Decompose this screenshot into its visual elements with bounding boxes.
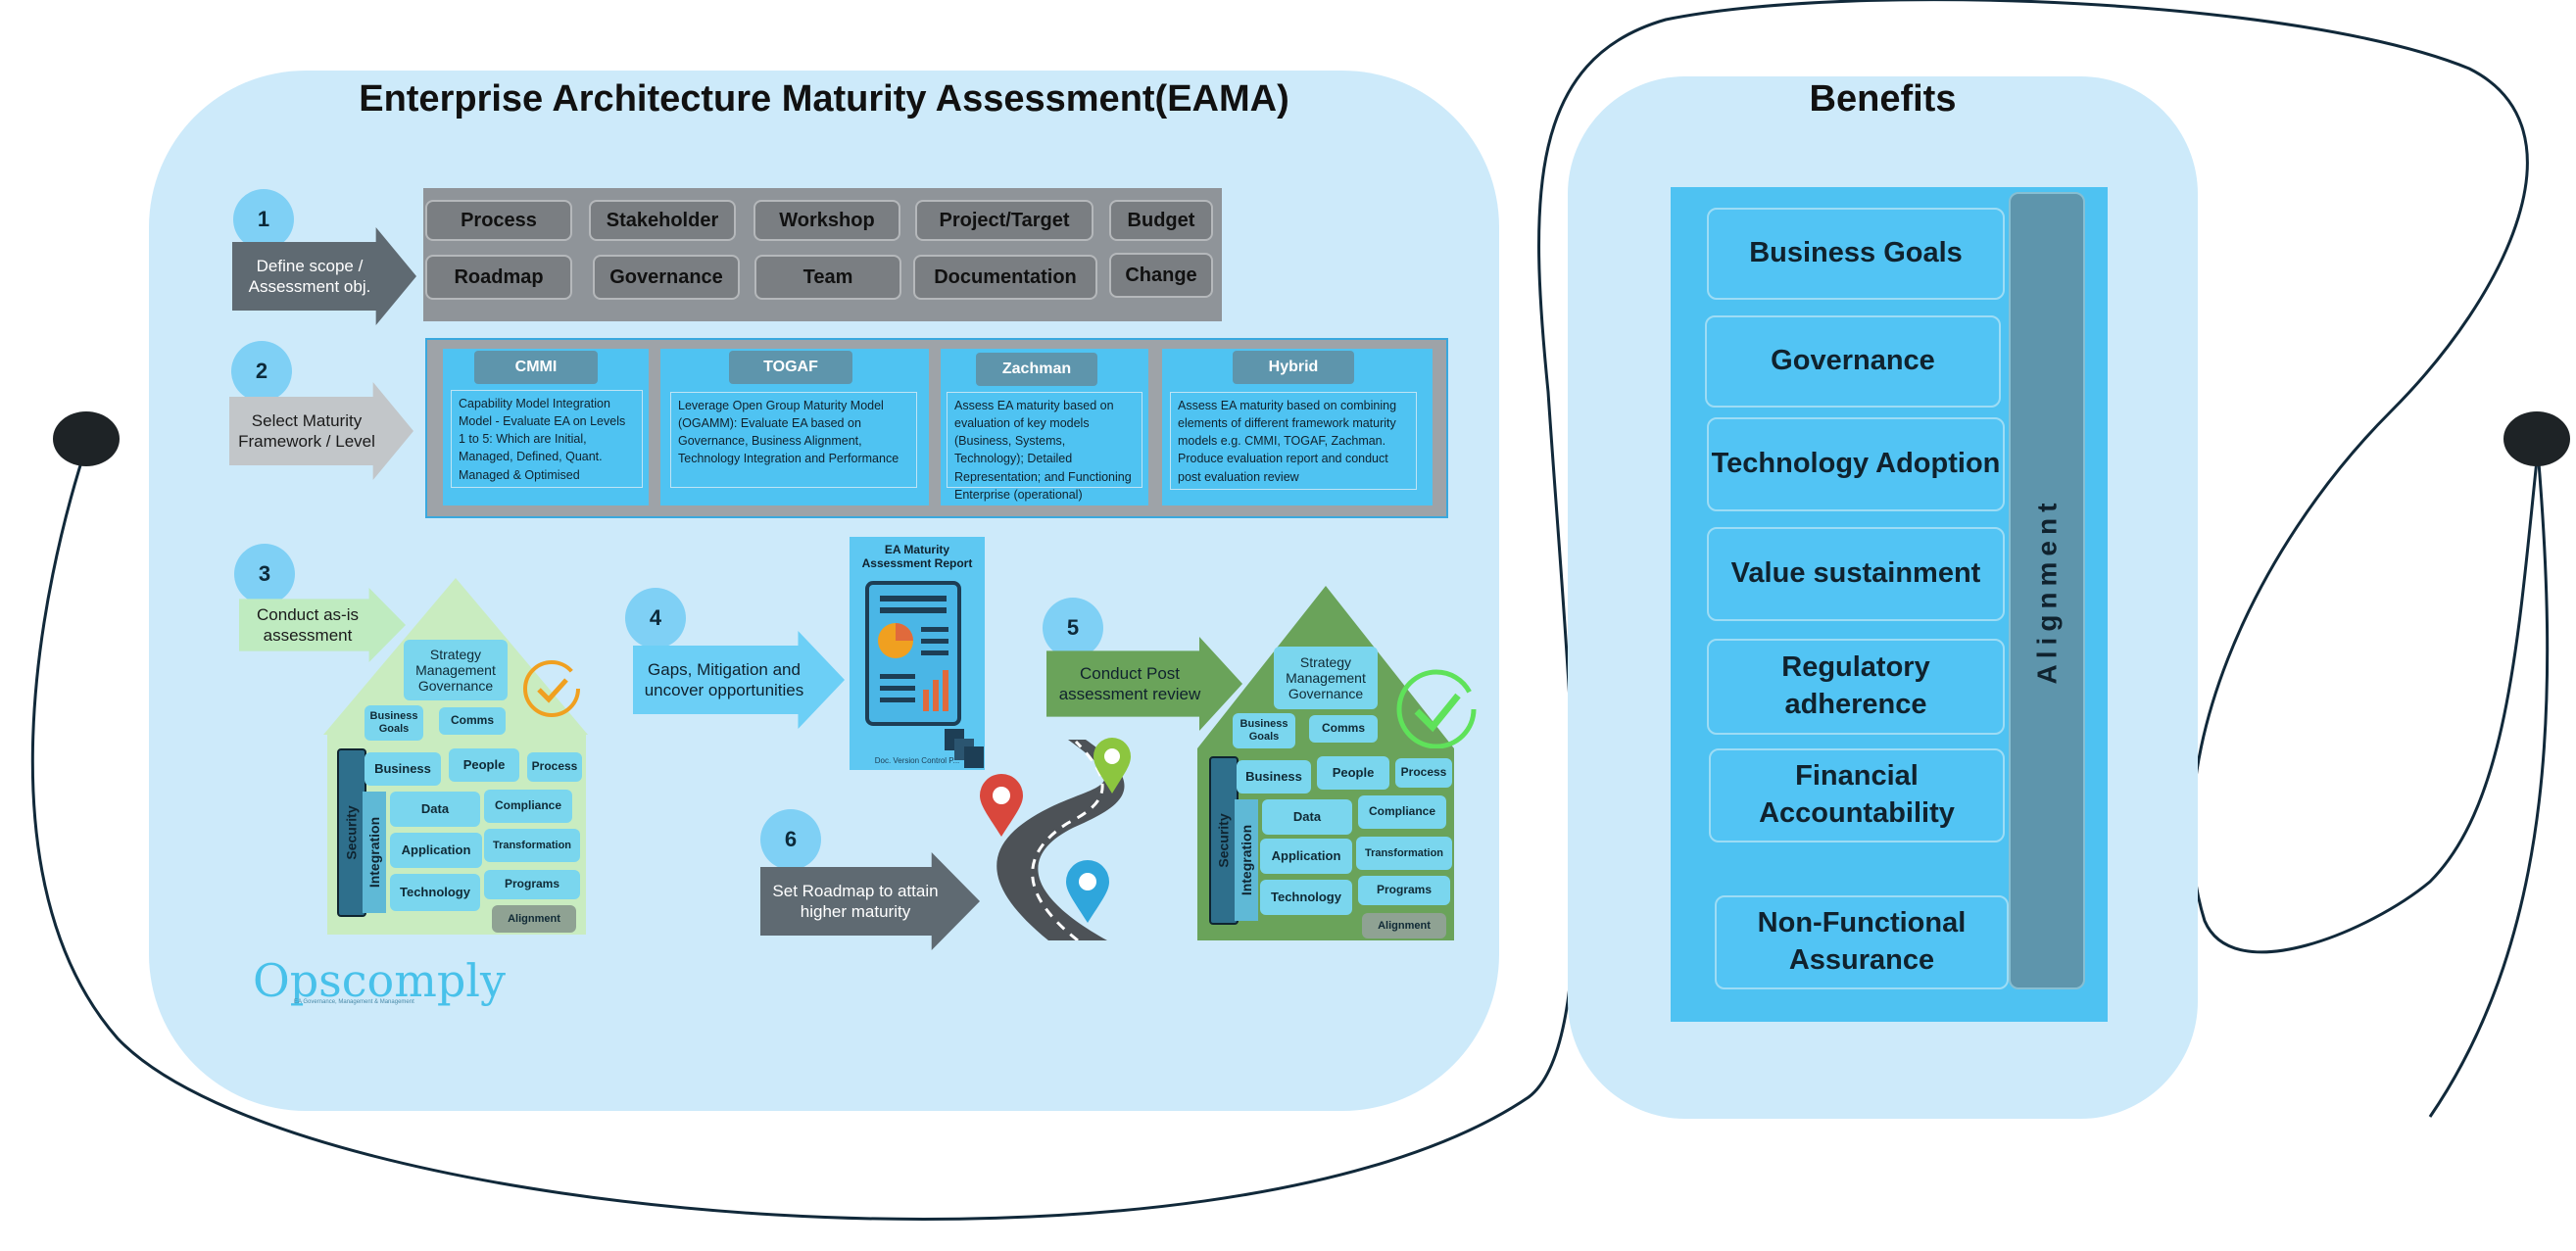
stacked-docs-icon (945, 729, 984, 768)
house-2-security-label: Security (1216, 813, 1232, 868)
house-2-application: Application (1260, 839, 1352, 874)
house-1-integration: Integration (363, 792, 386, 913)
benefit-value-sustainment: Value sustainment (1707, 527, 2005, 621)
house-1-technology: Technology (390, 874, 480, 911)
chip-change: Change (1109, 253, 1213, 298)
return-curve (2428, 450, 2550, 1118)
chip-process: Process (425, 200, 572, 241)
house-2-data: Data (1262, 799, 1352, 835)
report-document-icon (865, 581, 961, 726)
step-3-badge: 3 (234, 544, 295, 604)
framework-text-togaf: Leverage Open Group Maturity Model (OGAM… (670, 392, 917, 488)
roadmap-road-icon (996, 740, 1125, 940)
house-2-integration-label: Integration (1239, 824, 1254, 896)
chip-roadmap: Roadmap (425, 255, 572, 300)
step-2-arrow: Select Maturity Framework / Level (229, 382, 413, 480)
framework-text-cmmi: Capability Model Integration Model - Eva… (451, 390, 643, 488)
step-1-badge: 1 (233, 189, 294, 250)
page-title: Enterprise Architecture Maturity Assessm… (359, 78, 1289, 120)
step-3-arrow: Conduct as-is assessment (239, 588, 406, 662)
step-4-badge: 4 (625, 588, 686, 649)
loop-curve (30, 0, 2540, 1221)
house-2-strategy: Strategy Management Governance (1274, 647, 1378, 709)
framework-text-zachman: Assess EA maturity based on evaluation o… (947, 392, 1142, 502)
house-1-business: Business (365, 752, 441, 786)
house-2-security: Security (1209, 756, 1239, 925)
step-2-badge: 2 (231, 341, 292, 402)
step-5-arrow: Conduct Post assessment review (1046, 637, 1242, 731)
house-2-comms: Comms (1309, 715, 1378, 743)
step-6-badge: 6 (760, 809, 821, 870)
report-title: EA Maturity Assessment Report (861, 543, 973, 570)
benefit-regulatory-adherence: Regulatory adherence (1707, 639, 2005, 735)
house-1-application: Application (390, 833, 482, 868)
house-1-programs: Programs (484, 870, 580, 899)
report-footer: Doc. Version Control P... (874, 756, 960, 765)
step-6-label: Set Roadmap to attain higher maturity (772, 881, 939, 921)
house-1-process: Process (527, 752, 582, 782)
house-1-integration-label: Integration (366, 816, 382, 889)
step-2-label: Select Maturity Framework / Level (238, 410, 375, 451)
chip-team: Team (754, 255, 901, 300)
benefit-technology-adoption: Technology Adoption (1707, 417, 2005, 511)
house-2-business: Business (1237, 760, 1311, 794)
step-5-label: Conduct Post assessment review (1058, 663, 1201, 703)
alignment-bar: Alignment (2009, 192, 2085, 989)
house-2-integration: Integration (1235, 799, 1258, 921)
house-1-data: Data (390, 792, 480, 827)
chip-workshop: Workshop (753, 200, 900, 241)
check-circle-icon (523, 660, 580, 717)
house-1-strategy: Strategy Management Governance (404, 640, 508, 700)
chip-project-target: Project/Target (915, 200, 1094, 241)
house-1-alignment: Alignment (492, 905, 576, 933)
chip-governance: Governance (593, 255, 740, 300)
step-5-badge: 5 (1043, 598, 1103, 658)
house-2-technology: Technology (1260, 880, 1352, 915)
check-circle-green-icon (1396, 669, 1477, 749)
house-1-people: People (449, 748, 519, 782)
benefit-financial-accountability: Financial Accountability (1709, 748, 2005, 842)
opscomply-logo: Opscomply (253, 954, 506, 1007)
step-4-arrow: Gaps, Mitigation and uncover opportuniti… (633, 631, 845, 729)
framework-name-hybrid: Hybrid (1233, 351, 1354, 384)
alignment-label: Alignment (2031, 497, 2063, 685)
house-1-security-label: Security (344, 805, 360, 860)
house-1-compliance: Compliance (484, 790, 572, 823)
framework-name-togaf: TOGAF (729, 351, 852, 384)
logo-tagline: EA Governance, Management & Management (294, 999, 414, 1005)
step-1-arrow: Define scope / Assessment obj. (232, 227, 416, 325)
map-pin-blue-icon (1066, 860, 1109, 923)
benefit-governance: Governance (1705, 315, 2001, 408)
framework-name-zachman: Zachman (976, 353, 1097, 386)
framework-text-hybrid: Assess EA maturity based on combining el… (1170, 392, 1417, 490)
house-2-process: Process (1395, 758, 1452, 788)
chip-stakeholder: Stakeholder (589, 200, 736, 241)
step-4-label: Gaps, Mitigation and uncover opportuniti… (644, 659, 804, 699)
map-pin-red-icon (980, 774, 1023, 837)
step-3-label: Conduct as-is assessment (257, 604, 359, 645)
chip-documentation: Documentation (913, 255, 1097, 300)
left-knob (53, 411, 120, 466)
house-2-transformation: Transformation (1356, 837, 1452, 870)
house-2-compliance: Compliance (1358, 795, 1446, 829)
step-6-arrow: Set Roadmap to attain higher maturity (760, 852, 980, 950)
house-1-goals: Business Goals (365, 705, 423, 741)
house-2-goals: Business Goals (1233, 713, 1295, 748)
house-1-transformation: Transformation (484, 829, 580, 862)
chip-budget: Budget (1109, 200, 1213, 241)
benefit-non-functional-assurance: Non-Functional Assurance (1715, 895, 2009, 989)
benefit-business-goals: Business Goals (1707, 208, 2005, 300)
framework-name-cmmi: CMMI (474, 351, 598, 384)
right-knob (2503, 411, 2570, 466)
house-2-alignment: Alignment (1362, 913, 1446, 938)
house-2-people: People (1317, 756, 1389, 790)
house-1-comms: Comms (439, 707, 506, 735)
step-1-label: Define scope / Assessment obj. (248, 256, 371, 296)
benefits-title: Benefits (1809, 78, 1957, 120)
map-pin-green-icon (1094, 738, 1131, 794)
house-2-programs: Programs (1358, 876, 1450, 905)
